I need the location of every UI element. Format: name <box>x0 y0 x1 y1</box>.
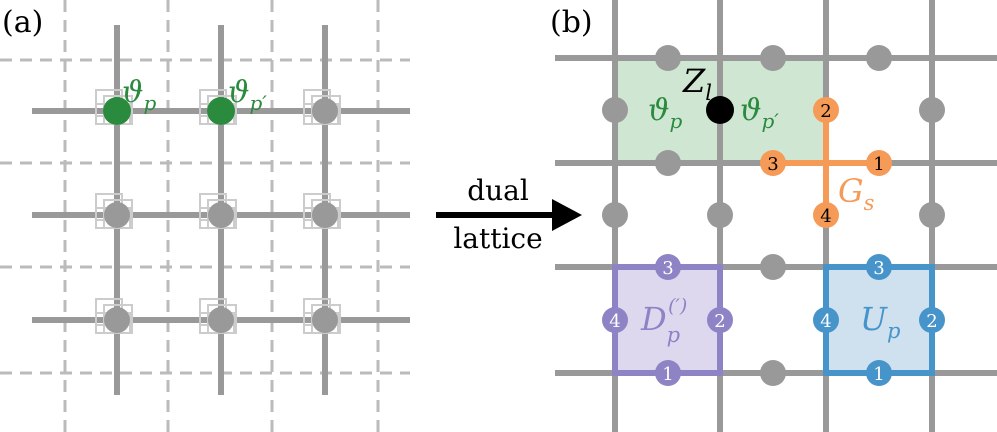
link-vertex <box>760 254 786 280</box>
svg-text:1: 1 <box>873 154 884 175</box>
svg-text:3: 3 <box>767 154 778 175</box>
svg-text:2: 2 <box>820 101 831 122</box>
u-plaquette <box>826 267 932 373</box>
gauss-label: Gs <box>838 172 875 215</box>
vertices-a <box>103 97 338 333</box>
link-vertex <box>866 45 892 71</box>
arrow-head <box>552 199 582 231</box>
panel-b-label: (b) <box>550 5 593 40</box>
vertex <box>104 307 130 333</box>
arrow-label-lattice: lattice <box>453 222 542 255</box>
vertex <box>312 307 338 333</box>
svg-text:4: 4 <box>820 311 831 332</box>
z-link-vertex <box>706 96 734 124</box>
arrow-label-dual: dual <box>467 174 529 207</box>
link-vertex <box>707 202 733 228</box>
panel-a: ϑp ϑp′ (a) <box>0 0 410 432</box>
d-numbered-vertices: 1 2 3 4 <box>602 254 733 386</box>
dashed-grid <box>0 0 410 432</box>
gauss-cross <box>773 110 879 215</box>
u-label: Up <box>860 300 900 343</box>
panel-b: 1 2 3 4 1 2 3 4 1 2 3 4 <box>548 0 997 432</box>
d-label: Dp(′) <box>640 295 687 347</box>
link-vertex <box>602 202 628 228</box>
theta-p-label: ϑp <box>122 75 156 115</box>
vertex <box>208 202 234 228</box>
link-vertex <box>602 97 628 123</box>
vertex <box>208 307 234 333</box>
vertex <box>312 98 338 124</box>
link-vertex <box>919 97 945 123</box>
d-plaquette <box>615 267 720 373</box>
vertex <box>312 202 338 228</box>
gauss-numbered-vertices: 1 2 3 4 <box>760 97 892 228</box>
link-vertex <box>655 45 681 71</box>
svg-text:2: 2 <box>714 311 725 332</box>
vertex-green <box>207 97 235 125</box>
link-vertex <box>760 45 786 71</box>
panel-a-label: (a) <box>2 5 43 40</box>
link-vertex <box>919 202 945 228</box>
link-vertex <box>655 150 681 176</box>
svg-text:2: 2 <box>926 311 937 332</box>
z-label: Zl <box>682 62 712 105</box>
svg-text:4: 4 <box>820 206 831 227</box>
vertex <box>104 202 130 228</box>
link-vertices <box>602 45 945 386</box>
theta-p-prime-label: ϑp′ <box>228 75 267 115</box>
link-vertex <box>760 360 786 386</box>
dual-lattice-arrow: dual lattice <box>436 174 582 255</box>
svg-text:3: 3 <box>662 258 673 279</box>
svg-text:1: 1 <box>662 364 673 385</box>
theta-p-prime-plaquette-label: ϑp′ <box>740 93 779 133</box>
svg-text:3: 3 <box>873 258 884 279</box>
vertex-green <box>103 97 131 125</box>
u-numbered-vertices: 1 2 3 4 <box>813 254 945 386</box>
svg-text:4: 4 <box>609 311 620 332</box>
svg-text:1: 1 <box>873 364 884 385</box>
theta-p-plaquette-label: ϑp <box>648 93 682 133</box>
